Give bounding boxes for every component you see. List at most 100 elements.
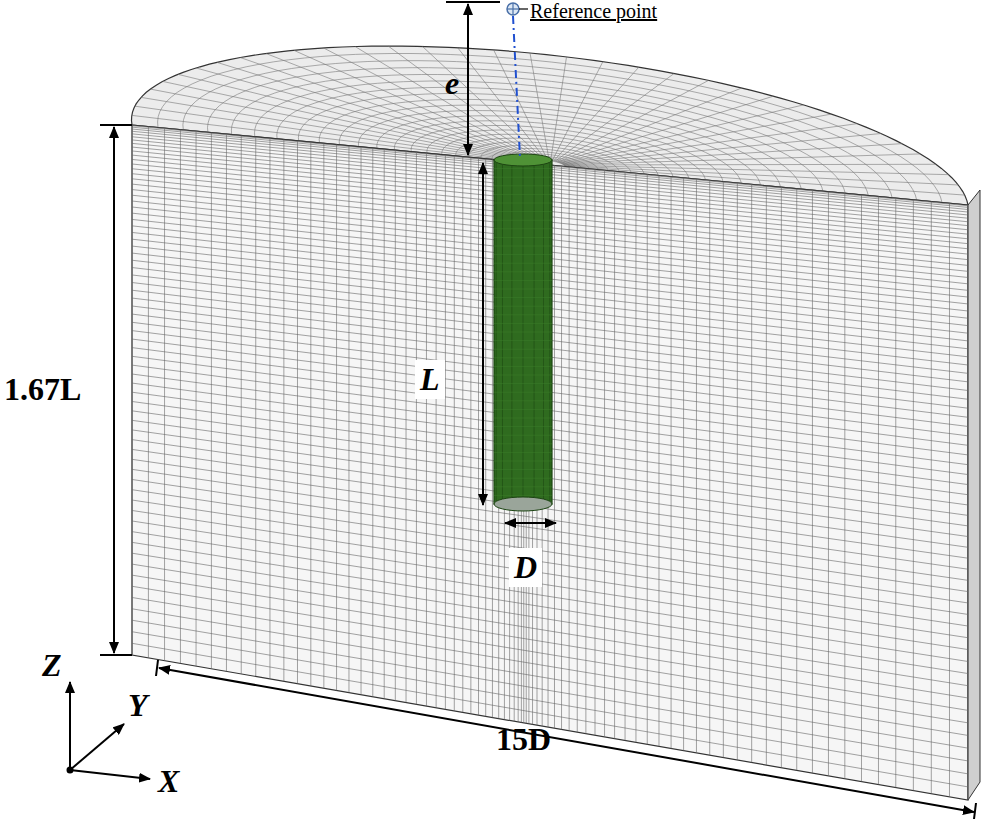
mesh-line: [406, 151, 407, 702]
pile-mesh-line: [494, 409, 552, 410]
front-face-fill: [132, 125, 968, 800]
mesh-line: [355, 47, 543, 161]
mesh-line: [132, 586, 968, 723]
pile-mesh-line: [494, 289, 552, 290]
mesh-line: [485, 159, 486, 717]
mesh-line: [132, 597, 968, 735]
mesh-line: [569, 167, 570, 731]
mesh-line: [554, 165, 555, 728]
mesh-line: [241, 135, 242, 673]
pile-mesh-line: [494, 203, 552, 204]
mesh-line: [395, 150, 396, 700]
mesh-line: [551, 57, 567, 161]
mesh-line: [556, 80, 709, 162]
mesh-line: [372, 148, 373, 697]
mesh-line: [530, 53, 549, 161]
mesh-line: [561, 166, 562, 729]
pile-mesh-line: [494, 383, 552, 384]
mesh-line: [671, 177, 672, 749]
reference-point-label: Reference point: [530, 0, 657, 22]
pile-mesh-line: [494, 211, 552, 212]
mesh-line: [132, 521, 968, 650]
pile-mesh-line: [494, 418, 552, 419]
mesh-line: [283, 140, 284, 682]
mesh-line: [553, 67, 639, 161]
pile-head: [494, 154, 552, 166]
mesh-line: [426, 153, 427, 706]
mesh-line: [796, 189, 797, 771]
pile-base: [494, 497, 552, 511]
mesh-line: [658, 175, 659, 746]
mesh-line: [492, 159, 493, 717]
mesh-line: [416, 152, 417, 704]
mesh-line: [323, 143, 324, 688]
mesh-line: [563, 154, 920, 165]
mesh-line: [445, 155, 446, 709]
mesh-line: [594, 169, 595, 735]
pile-mesh-line: [494, 271, 552, 272]
mesh-line: [585, 168, 586, 733]
mesh-line: [696, 179, 697, 753]
dimension-label: D: [509, 548, 542, 587]
pile-mesh-line: [494, 478, 552, 479]
pile-mesh-line: [494, 452, 552, 453]
pile-mesh-line: [494, 495, 552, 496]
dimension-label: L: [415, 360, 445, 399]
mesh-line: [614, 171, 615, 739]
axis-label: Y: [128, 688, 148, 723]
pile-mesh-line: [494, 263, 552, 264]
mesh-line: [723, 182, 724, 758]
mesh-line: [132, 542, 968, 673]
pile-body: [494, 160, 552, 504]
mesh-line: [132, 632, 968, 774]
mesh-line: [226, 134, 227, 671]
mesh-line: [577, 168, 578, 733]
pile-mesh-line: [494, 435, 552, 436]
pile-mesh-line: [494, 323, 552, 324]
mesh-line: [552, 62, 603, 162]
mesh-line: [766, 186, 767, 765]
dimension-label: e: [445, 66, 459, 101]
side-surface: [968, 190, 980, 800]
pile-mesh-line: [494, 177, 552, 178]
mesh-line: [931, 201, 932, 793]
mesh-line: [297, 141, 298, 684]
mesh-line: [557, 88, 742, 162]
mesh-line: [436, 154, 437, 708]
mesh-line: [559, 105, 803, 163]
mesh-line: [324, 48, 542, 161]
pile-mesh-line: [494, 254, 552, 255]
pile-mesh-line: [494, 314, 552, 315]
pile-mesh-line: [494, 366, 552, 367]
mesh-line: [348, 146, 349, 693]
pile-mesh-line: [494, 443, 552, 444]
mesh-line: [635, 173, 636, 742]
mesh-line: [132, 532, 968, 662]
pile-mesh-line: [494, 306, 552, 307]
mesh-line: [255, 137, 256, 677]
pile-mesh-line: [494, 185, 552, 186]
mesh-line: [470, 157, 471, 713]
pile: [494, 154, 552, 511]
mesh-line: [625, 172, 626, 740]
pile-mesh-line: [494, 486, 552, 487]
mesh-line: [132, 620, 968, 761]
mesh-line: [384, 149, 385, 699]
mesh-line: [132, 575, 968, 710]
mesh-line: [683, 178, 684, 751]
pile-mesh-line: [494, 297, 552, 298]
dimension-lines: [68, 2, 977, 819]
axis-label: X: [158, 764, 179, 799]
mesh-line: [132, 510, 968, 637]
mesh-line: [913, 200, 914, 791]
mesh-line: [336, 145, 337, 691]
pile-mesh-line: [494, 461, 552, 462]
mesh-line: [878, 196, 879, 784]
dimension-label: 15D: [496, 722, 551, 757]
pile-mesh-line: [494, 340, 552, 341]
mesh-line: [494, 50, 548, 161]
pile-mesh-line: [494, 469, 552, 470]
mesh-line: [604, 170, 605, 737]
mesh-line: [895, 198, 896, 787]
pile-mesh-line: [494, 426, 552, 427]
